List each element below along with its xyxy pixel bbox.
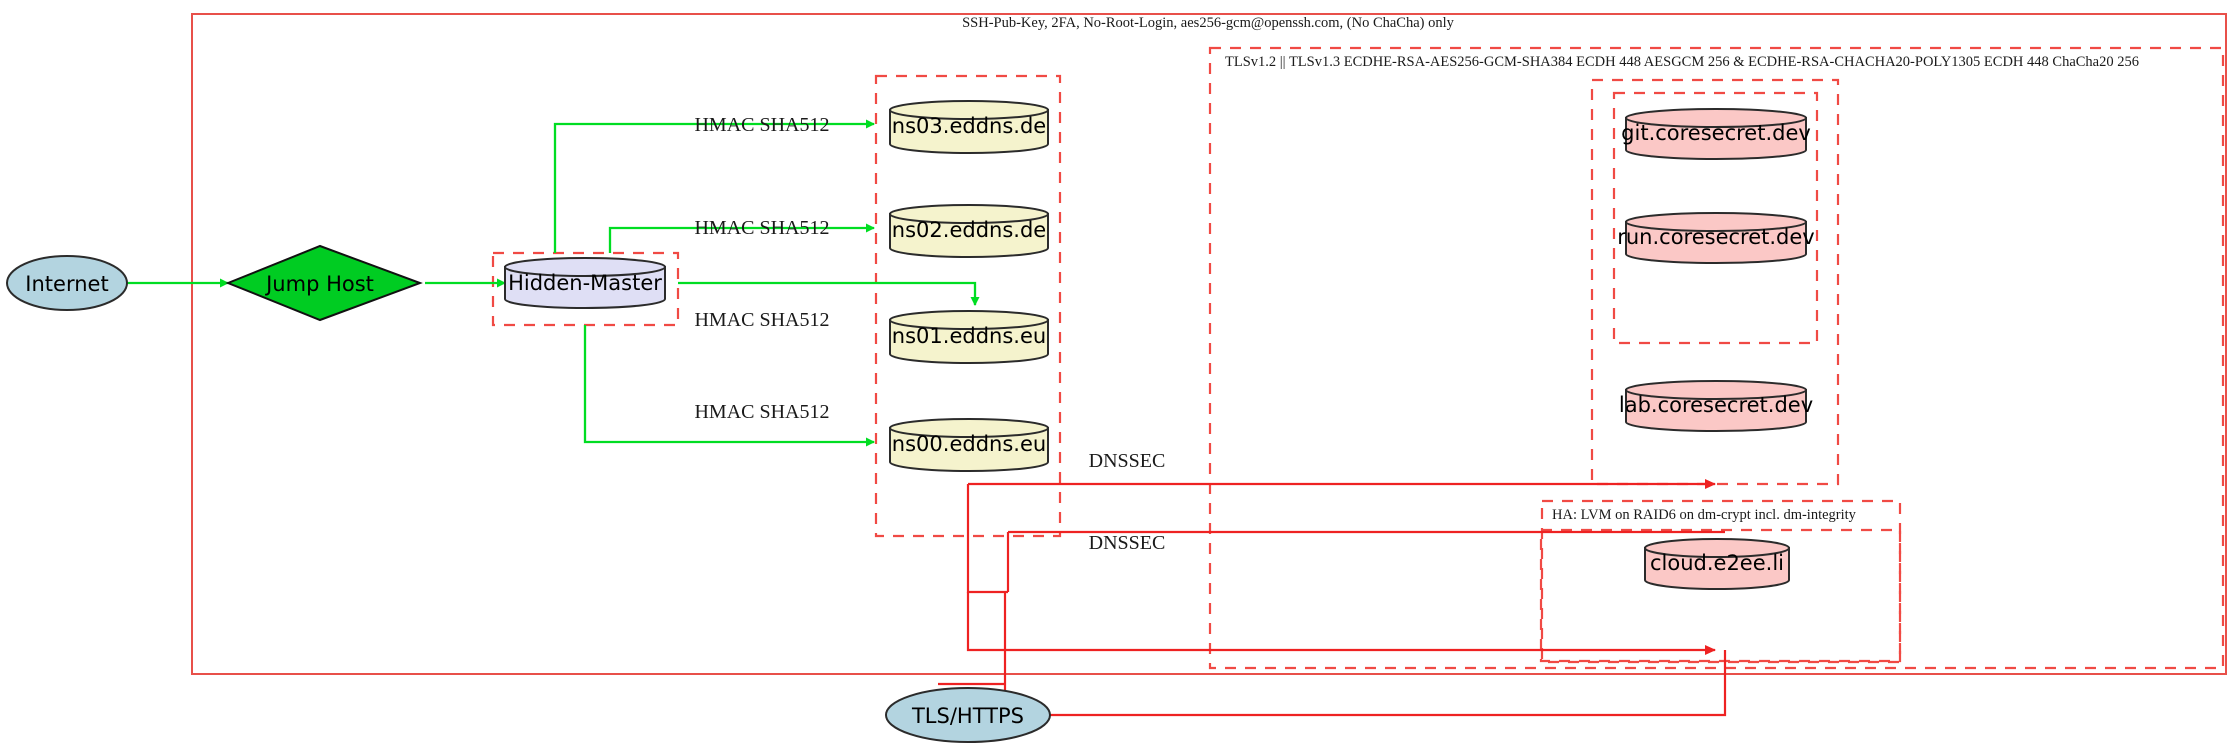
ns03-body <box>889 109 1049 154</box>
node-jump-host-label: Jump Host <box>264 272 374 296</box>
cluster-ha-label: HA: LVM on RAID6 on dm-crypt incl. dm-in… <box>1552 507 1857 523</box>
lab-top <box>1625 380 1807 400</box>
tls-https-ellipse <box>885 687 1051 743</box>
node-ns03[interactable]: ns03.eddns.de <box>889 100 1049 154</box>
node-ns01[interactable]: ns01.eddns.eu <box>889 310 1049 364</box>
node-git-label: git.coresecret.dev <box>1621 121 1811 145</box>
edge-label-hmac-ns02: HMAC SHA512 <box>694 217 829 239</box>
node-ns00[interactable]: ns00.eddns.eu <box>889 418 1049 472</box>
node-ns03-label: ns03.eddns.de <box>892 114 1046 138</box>
node-ns02[interactable]: ns02.eddns.de <box>889 204 1049 258</box>
cloud-body <box>1644 547 1790 590</box>
node-hidden-master[interactable]: Hidden-Master <box>504 257 666 309</box>
cluster-tls <box>1208 46 2225 670</box>
edge-master-to-ns00 <box>583 325 875 447</box>
run-top <box>1625 212 1807 232</box>
node-run-label: run.coresecret.dev <box>1617 225 1815 249</box>
edge-label-hmac-ns00: HMAC SHA512 <box>694 401 829 423</box>
node-internet[interactable]: Internet <box>6 255 128 311</box>
hidden-master-top <box>504 257 666 277</box>
git-body <box>1625 117 1807 160</box>
node-run-coresecret[interactable]: run.coresecret.dev <box>1617 212 1815 264</box>
node-lab-coresecret[interactable]: lab.coresecret.dev <box>1619 380 1813 432</box>
cluster-ssh-outer-label: SSH-Pub-Key, 2FA, No-Root-Login, aes256-… <box>962 15 1455 31</box>
edge-master-to-ns03 <box>553 119 875 253</box>
edge-master-to-ns02 <box>608 223 875 253</box>
cloud-top <box>1644 538 1790 558</box>
node-cloud-e2ee[interactable]: cloud.e2ee.li <box>1644 538 1790 590</box>
node-git-coresecret[interactable]: git.coresecret.dev <box>1621 108 1811 160</box>
ns02-top <box>889 204 1049 224</box>
cluster-tls-label: TLSv1.2 || TLSv1.3 ECDHE-RSA-AES256-GCM-… <box>1225 54 2139 70</box>
node-ns02-label: ns02.eddns.de <box>892 218 1046 242</box>
git-top <box>1625 108 1807 128</box>
ns00-top <box>889 418 1049 438</box>
node-internet-label: Internet <box>25 272 108 296</box>
node-tls-https-label: TLS/HTTPS <box>911 704 1024 728</box>
node-jump-host[interactable]: Jump Host <box>225 244 423 322</box>
ns02-body <box>889 213 1049 258</box>
edge-dnssec-upper-left <box>966 484 1008 594</box>
ns01-body <box>889 319 1049 364</box>
ns00-body <box>889 427 1049 472</box>
edge-tlshttps-to-ha <box>1050 650 1727 717</box>
internet-ellipse <box>6 255 128 311</box>
edge-label-hmac-ns03: HMAC SHA512 <box>694 114 829 136</box>
node-cloud-label: cloud.e2ee.li <box>1650 551 1784 575</box>
node-tls-https[interactable]: TLS/HTTPS <box>885 687 1051 743</box>
run-body <box>1625 221 1807 264</box>
jump-host-diamond <box>225 244 423 322</box>
cluster-cloud <box>1539 528 1902 663</box>
cluster-coresecret-inner <box>1612 91 1819 345</box>
cluster-coresecret-outer <box>1590 78 1840 486</box>
edge-label-dnssec-upper: DNSSEC <box>1089 450 1166 472</box>
node-ns00-label: ns00.eddns.eu <box>892 432 1046 456</box>
edge-label-hmac-ns01: HMAC SHA512 <box>694 309 829 331</box>
edge-master-to-ns01 <box>678 281 980 306</box>
node-lab-label: lab.coresecret.dev <box>1619 393 1813 417</box>
node-ns01-label: ns01.eddns.eu <box>892 324 1046 348</box>
edge-label-dnssec-lower: DNSSEC <box>1089 532 1166 554</box>
edge-dnssec-lower <box>966 592 1716 655</box>
lab-body <box>1625 389 1807 432</box>
ns03-top <box>889 100 1049 120</box>
cluster-ssh-outer <box>191 13 2227 675</box>
node-hidden-master-label: Hidden-Master <box>508 271 662 295</box>
hidden-master-body <box>504 266 666 309</box>
ns01-top <box>889 310 1049 330</box>
